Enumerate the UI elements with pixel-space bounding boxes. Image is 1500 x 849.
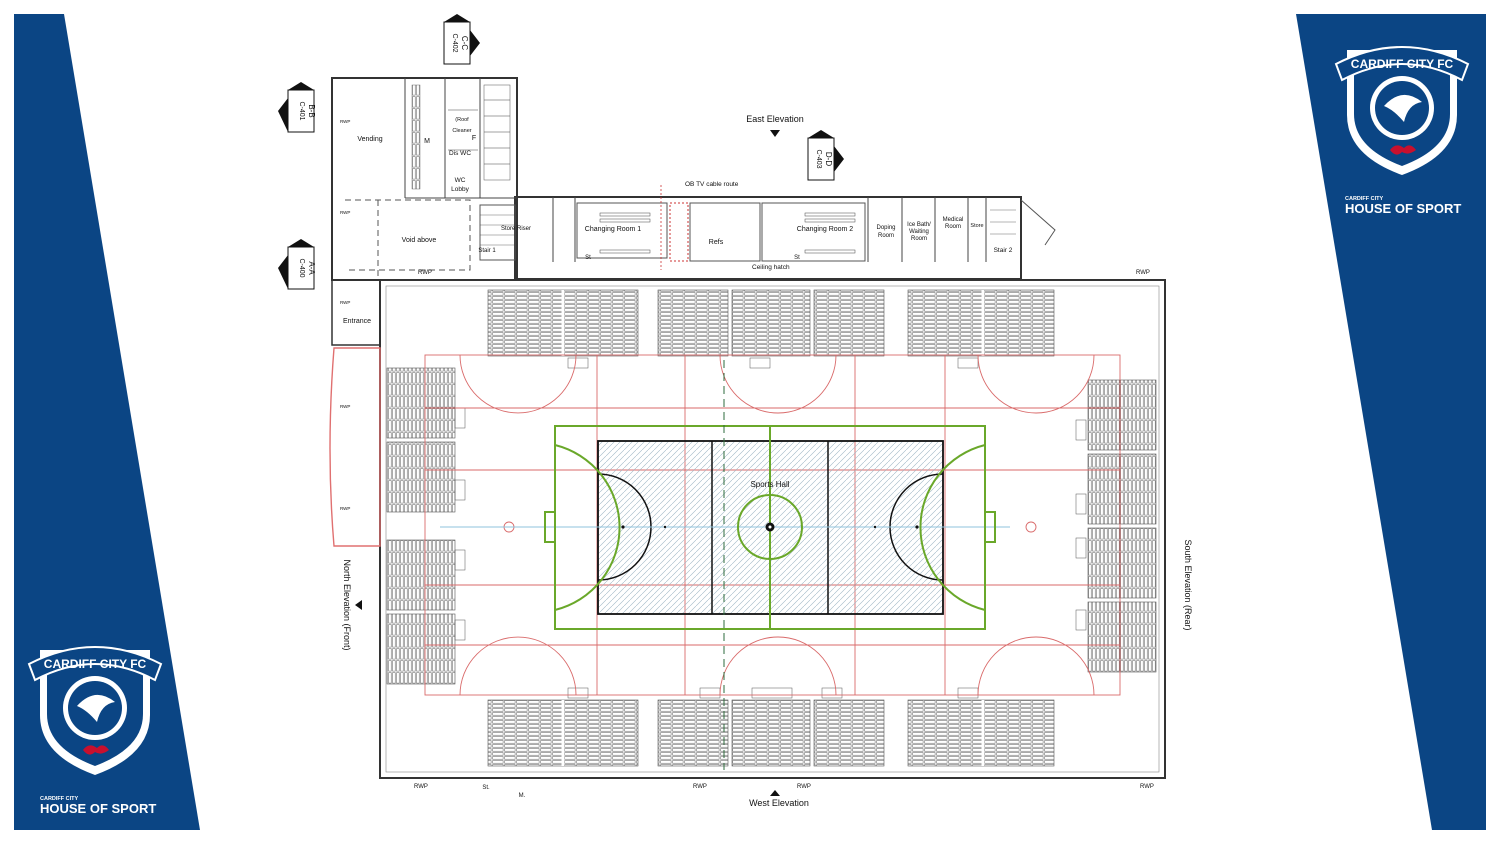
svg-text:C-402: C-402	[451, 33, 458, 52]
rwp-6: RWP	[1140, 784, 1154, 790]
crest-left: CARDIFF CITY FC	[27, 646, 163, 775]
rwp-9: RWP	[340, 300, 350, 305]
seating-block-left-4	[386, 613, 456, 685]
house-of-sport-small-right: CARDIFF CITY	[1345, 196, 1384, 202]
seating-block-right-4	[1087, 601, 1157, 673]
room-stair1: Stair 1	[478, 248, 496, 254]
seating-block-bottom-3	[731, 699, 811, 767]
crest-left-text: CARDIFF CITY FC	[44, 657, 147, 671]
seating-block-left-1	[386, 367, 456, 439]
rwp-10: RWP	[340, 404, 350, 409]
crest-right: CARDIFF CITY FC	[1334, 46, 1470, 175]
svg-text:C-403: C-403	[815, 149, 822, 168]
seating-block-right-3	[1087, 527, 1157, 599]
rwp-1: RWP	[418, 270, 432, 276]
svg-text:South Elevation (Rear): South Elevation (Rear)	[1183, 539, 1193, 630]
room-st-2: St	[794, 255, 800, 261]
left-brand-band: CARDIFF CITY FC CARDIFF CITY HOUSE OF SP…	[14, 14, 200, 830]
seating-block-left-2	[386, 441, 456, 513]
room-m: M	[424, 138, 430, 145]
north-block-outline	[331, 77, 518, 281]
room-st-1: St	[585, 255, 591, 261]
room-changing-2: Changing Room 2	[797, 226, 854, 233]
seating-block-top-5	[907, 289, 1055, 357]
room-st-bottom: St.	[482, 785, 490, 791]
room-ice-bath: Ice Bath/	[907, 222, 931, 228]
svg-text:D-D: D-D	[824, 152, 833, 166]
rwp-2: RWP	[1136, 270, 1150, 276]
rwp-4: RWP	[693, 784, 707, 790]
room-vending: Vending	[357, 136, 382, 143]
room-entrance: Entrance	[343, 318, 371, 325]
green-football-lines	[544, 425, 996, 630]
seating-block-bottom-5	[907, 699, 1055, 767]
seating-block-bottom-2	[657, 699, 729, 767]
section-marker-dd: D-D C-403	[807, 130, 844, 181]
seating-block-right-2	[1087, 453, 1157, 525]
room-ice-bath-3: Room	[911, 236, 927, 242]
room-sports-hall: Sports Hall	[750, 480, 789, 489]
svg-text:C-401: C-401	[298, 101, 305, 120]
house-of-sport-right: HOUSE OF SPORT	[1345, 201, 1461, 216]
svg-text:North Elevation (Front): North Elevation (Front)	[342, 559, 352, 650]
seating-block-left-3	[386, 539, 456, 611]
crest-right-text: CARDIFF CITY FC	[1351, 57, 1454, 71]
room-store: Store	[970, 223, 983, 229]
room-wc: WC	[455, 177, 466, 184]
svg-text:A-A: A-A	[307, 261, 316, 275]
rwp-7: RWP	[340, 119, 350, 124]
room-store-riser: Store Riser	[501, 226, 531, 232]
note-ob-tv: OB TV cable route	[685, 181, 739, 188]
room-refs: Refs	[709, 239, 724, 246]
seating-block-right-1	[1087, 379, 1157, 451]
house-of-sport-small-left: CARDIFF CITY	[40, 796, 79, 802]
rwp-3: RWP	[414, 784, 428, 790]
room-m-bottom: M.	[519, 793, 526, 799]
note-ceiling-hatch: Ceiling hatch	[752, 264, 790, 271]
svg-text:West Elevation: West Elevation	[749, 798, 809, 808]
room-stair2: Stair 2	[994, 247, 1013, 254]
room-f: F	[472, 135, 476, 142]
svg-text:C-C: C-C	[460, 36, 469, 50]
room-ice-bath-2: Waiting	[909, 229, 929, 235]
floor-plan	[329, 77, 1166, 779]
room-changing-1: Changing Room 1	[585, 226, 642, 233]
room-roof: (Roof	[455, 117, 469, 123]
room-cleaner: Cleaner	[452, 128, 471, 134]
room-doping: Doping	[876, 225, 895, 231]
room-doping-2: Room	[878, 233, 894, 239]
room-dis-wc: Dis WC	[449, 150, 471, 157]
room-lobby: Lobby	[451, 186, 469, 193]
rwp-8: RWP	[340, 210, 350, 215]
seating-block-top-4	[813, 289, 885, 357]
section-marker-cc: C-C C-402	[443, 14, 480, 65]
entrance-room	[331, 279, 381, 346]
room-void-above: Void above	[402, 237, 437, 244]
svg-text:East Elevation: East Elevation	[746, 114, 804, 124]
svg-text:C-400: C-400	[298, 258, 305, 277]
svg-text:B-B: B-B	[307, 104, 316, 117]
seating-block-bottom-4	[813, 699, 885, 767]
seating-block-top-3	[731, 289, 811, 357]
right-brand-band: CARDIFF CITY FC CARDIFF CITY HOUSE OF SP…	[1296, 14, 1486, 830]
east-elevation-label: East Elevation	[746, 114, 804, 137]
section-marker-aa: A-A C-400	[278, 239, 316, 290]
plan-notes: OB TV cable route Ceiling hatch RWP RWP …	[340, 119, 1154, 790]
rwp-5: RWP	[797, 784, 811, 790]
room-labels: Vending M F (Roof Cleaner Dis WC WC Lobb…	[343, 117, 1013, 799]
room-medical: Medical	[943, 217, 964, 223]
west-elevation-label: West Elevation	[749, 790, 809, 808]
room-medical-2: Room	[945, 224, 961, 230]
house-of-sport-left: HOUSE OF SPORT	[40, 801, 156, 816]
seating-block-top-2	[657, 289, 729, 357]
section-marker-bb: B-B C-401	[278, 82, 316, 133]
rwp-11: RWP	[340, 506, 350, 511]
north-elevation-label: North Elevation (Front)	[342, 559, 362, 651]
south-elevation-label: South Elevation (Rear)	[1183, 539, 1193, 630]
